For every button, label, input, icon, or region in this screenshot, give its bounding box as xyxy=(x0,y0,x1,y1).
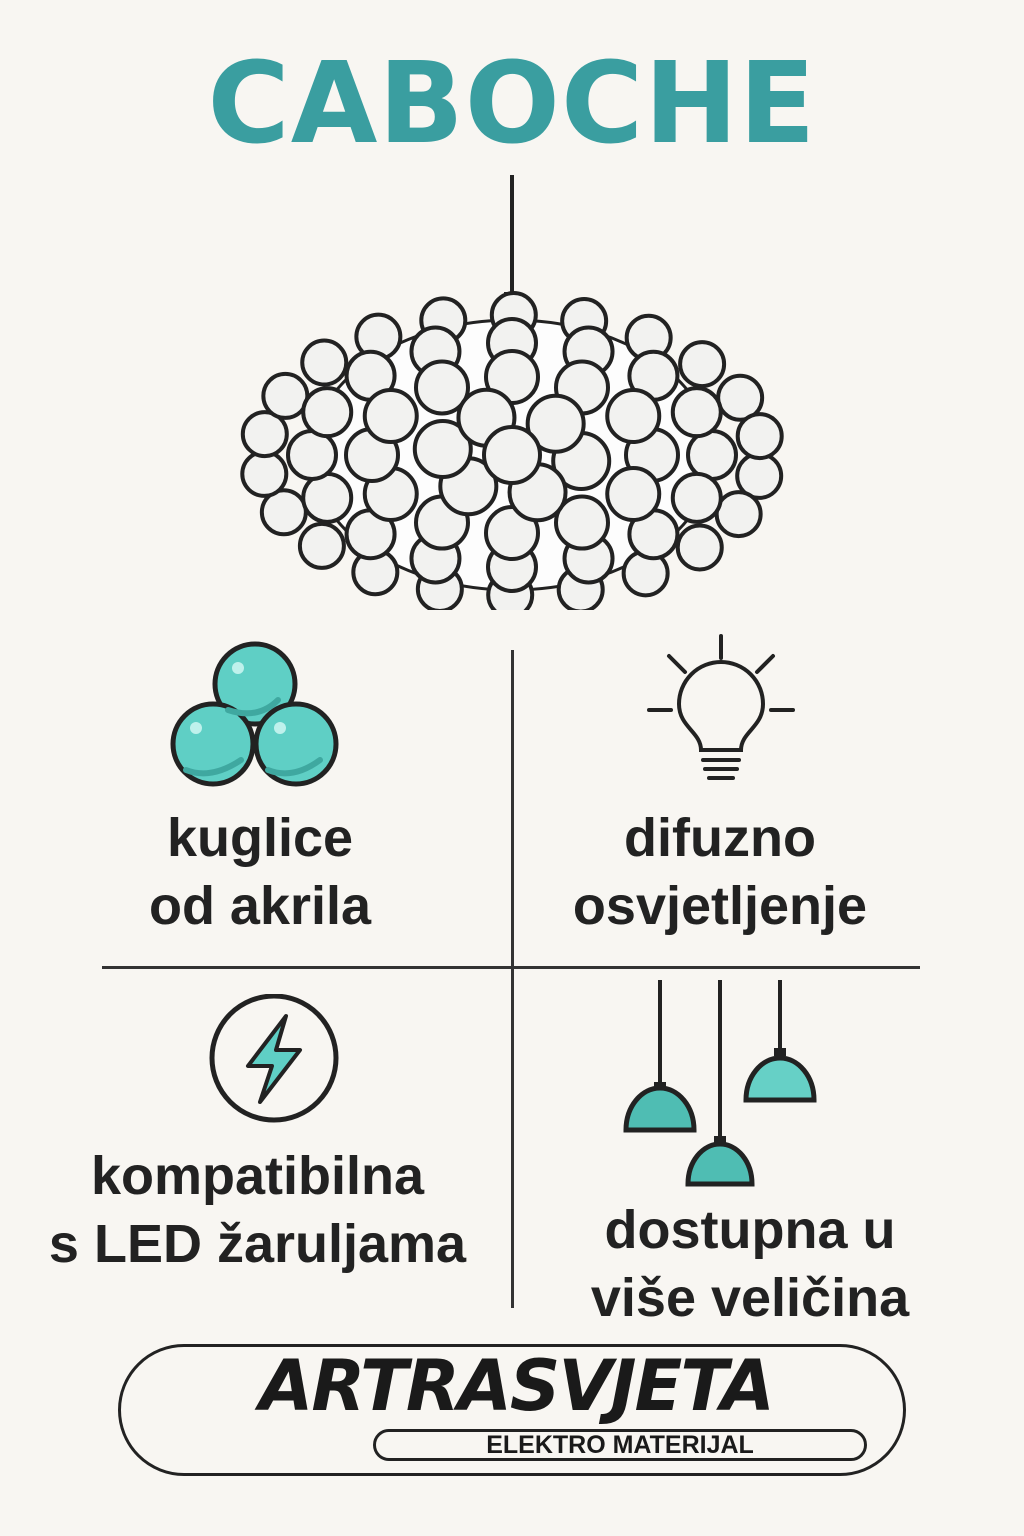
feature-line: kompatibilna xyxy=(90,1146,425,1206)
acrylic-ball xyxy=(286,429,338,481)
acrylic-ball xyxy=(300,338,349,387)
caboche-lamp-illustration xyxy=(240,175,784,610)
acrylic-ball xyxy=(412,419,473,480)
product-title: CABOCHE xyxy=(207,39,817,169)
acrylic-ball xyxy=(675,523,724,572)
lightbulb-icon xyxy=(647,634,795,780)
acrylic-ball xyxy=(670,386,723,439)
acrylic-ball xyxy=(301,471,354,524)
acrylic-ball xyxy=(297,521,346,570)
feature-diffuse-light: difuzno osvjetljenje xyxy=(520,804,920,940)
acrylic-ball xyxy=(605,466,662,522)
acrylic-ball xyxy=(525,393,586,454)
feature-line: difuzno xyxy=(624,808,816,868)
feature-line: više veličina xyxy=(590,1268,910,1328)
acrylic-ball xyxy=(414,359,470,416)
feature-line: dostupna u xyxy=(604,1200,896,1260)
acrylic-ball xyxy=(261,371,310,420)
logo-tagline: ELEKTRO MATERIJAL xyxy=(373,1429,867,1461)
feature-line: osvjetljenje xyxy=(572,876,868,936)
acrylic-ball xyxy=(362,388,419,444)
lightning-bolt-icon xyxy=(209,994,339,1123)
feature-line: kuglice xyxy=(166,808,354,868)
acrylic-ball xyxy=(482,425,542,485)
feature-line: s LED žaruljama xyxy=(48,1214,467,1274)
acrylic-ball xyxy=(605,388,662,444)
acrylic-ball xyxy=(670,471,723,524)
acrylic-ball xyxy=(301,386,354,439)
feature-led-compatible: kompatibilna s LED žaruljama xyxy=(10,1142,505,1278)
grid-divider-vertical xyxy=(511,650,514,1308)
logo-brand-name: ARTRASVJETA xyxy=(259,1345,775,1427)
acrylic-ball xyxy=(714,490,763,539)
feature-line: od akrila xyxy=(148,876,372,936)
acrylic-ball xyxy=(554,494,610,551)
feature-multiple-sizes: dostupna u više veličina xyxy=(530,1196,970,1332)
acrylic-ball xyxy=(735,412,784,461)
acrylic-ball xyxy=(240,410,289,459)
pendant-lamps-icon xyxy=(623,980,817,1187)
acrylic-ball xyxy=(678,340,727,389)
acrylic-balls-icon xyxy=(170,641,339,787)
grid-divider-horizontal xyxy=(102,966,920,969)
acrylic-ball xyxy=(686,429,738,481)
artrasvjeta-logo: ARTRASVJETA ELEKTRO MATERIJAL xyxy=(118,1344,906,1476)
feature-acrylic-balls: kuglice od akrila xyxy=(40,804,480,940)
acrylic-ball xyxy=(240,449,289,498)
